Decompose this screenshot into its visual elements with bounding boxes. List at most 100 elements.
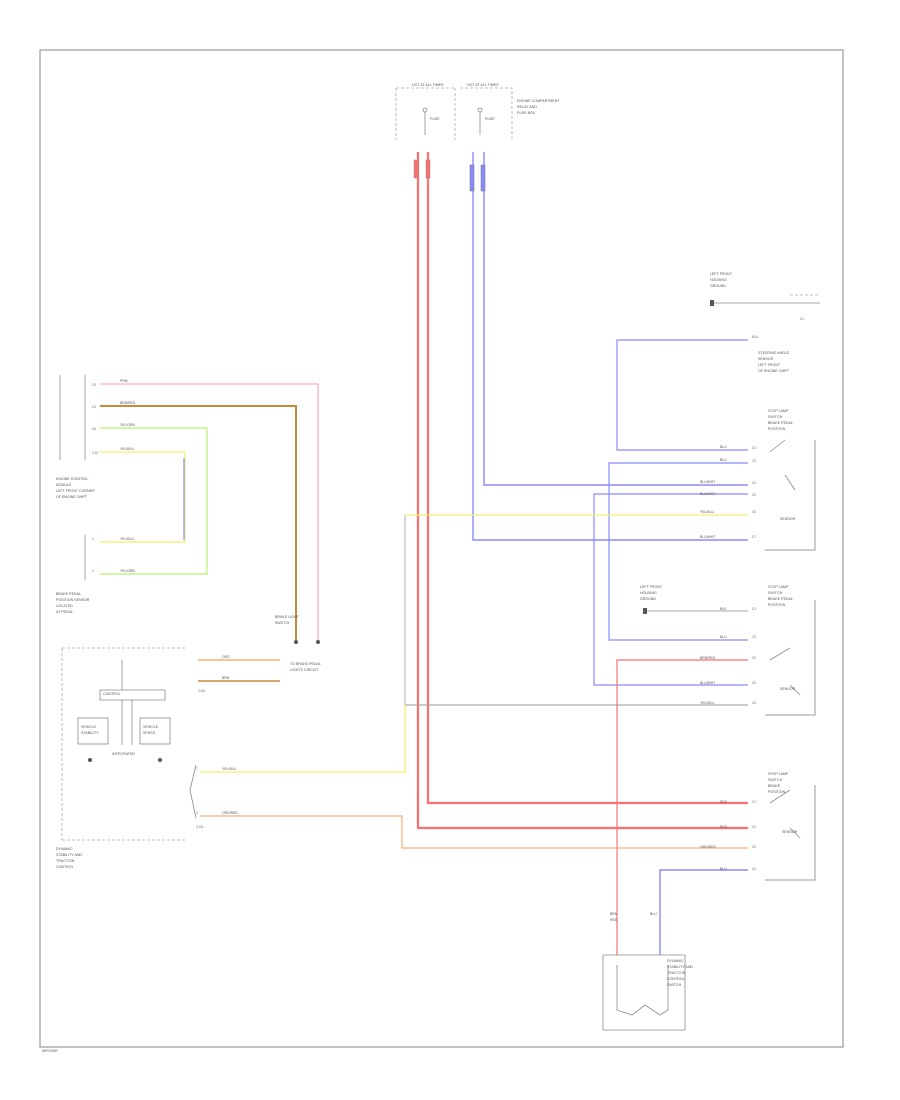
svg-text:C4: C4 bbox=[752, 867, 756, 871]
svg-text:BLU: BLU bbox=[720, 635, 727, 639]
footer-code: WRG/WR bbox=[42, 1049, 58, 1053]
svg-text:YEL/BLU: YEL/BLU bbox=[120, 447, 134, 451]
svg-text:ORG/RED: ORG/RED bbox=[700, 845, 716, 849]
svg-text:C1: C1 bbox=[800, 317, 804, 321]
svg-text:HOT AT ALL TIMES: HOT AT ALL TIMES bbox=[412, 83, 444, 87]
blue-wire-loop-low bbox=[593, 493, 748, 686]
svg-text:STABILITY AND: STABILITY AND bbox=[667, 965, 693, 969]
svg-text:LOCATED: LOCATED bbox=[56, 604, 73, 608]
svg-text:FUSE: FUSE bbox=[485, 117, 495, 121]
svg-text:BLU: BLU bbox=[752, 335, 759, 339]
svg-text:BLU/WHT: BLU/WHT bbox=[700, 480, 715, 484]
svg-text:SPEED: SPEED bbox=[143, 731, 156, 735]
blue-wire-trunk bbox=[469, 152, 748, 541]
svg-text:BLK: BLK bbox=[720, 607, 727, 611]
red-wire-trunk bbox=[413, 152, 748, 830]
svg-text:YEL/BLU: YEL/BLU bbox=[222, 767, 236, 771]
svg-text:AT PEDAL: AT PEDAL bbox=[56, 610, 73, 614]
svg-text:C5: C5 bbox=[752, 681, 756, 685]
left-sensor-module: 1 2 YEL/BLU YEL/GRN BRAKE PEDAL POSITION… bbox=[56, 535, 135, 614]
svg-text:POSITION SENSOR: POSITION SENSOR bbox=[56, 598, 90, 602]
right-switch-2: LEFT FRONT HOUSING GROUND STOP LAMP SWIT… bbox=[640, 585, 816, 716]
svg-text:DYNAMIC: DYNAMIC bbox=[56, 847, 73, 851]
svg-text:C101: C101 bbox=[196, 825, 204, 829]
svg-text:2: 2 bbox=[196, 811, 198, 815]
svg-text:LIGHTS CIRCUIT: LIGHTS CIRCUIT bbox=[290, 668, 319, 672]
svg-text:STOP LAMP: STOP LAMP bbox=[768, 772, 789, 776]
svg-text:TO BRAKE PEDAL: TO BRAKE PEDAL bbox=[290, 662, 321, 666]
svg-text:FUSE BOX: FUSE BOX bbox=[517, 111, 536, 115]
svg-text:LEFT FRONT: LEFT FRONT bbox=[758, 363, 781, 367]
svg-text:STOP LAMP: STOP LAMP bbox=[768, 409, 789, 413]
abs-module: CONTROL VEHICLE STABILITY VEHICLE SPEED … bbox=[56, 647, 238, 869]
pink-wire bbox=[100, 383, 319, 640]
right-switch-3: STOP LAMP SWITCH BRAKE POSITION C1 C2 C3… bbox=[700, 772, 816, 881]
orange-wire-815 bbox=[200, 815, 748, 849]
right-ground-top: LEFT FRONT HOUSING GROUND C1 BLU STEERIN… bbox=[710, 272, 820, 373]
right-switch-1: STOP LAMP SWITCH BRAKE PEDAL POSITION C2… bbox=[700, 409, 816, 551]
svg-text:BLU: BLU bbox=[720, 458, 727, 462]
svg-text:TRACTION: TRACTION bbox=[667, 971, 686, 975]
svg-text:BRAKE PEDAL: BRAKE PEDAL bbox=[56, 592, 81, 596]
svg-text:C4: C4 bbox=[92, 405, 96, 409]
svg-text:YEL/GRN: YEL/GRN bbox=[120, 569, 135, 573]
svg-text:PINK: PINK bbox=[120, 379, 129, 383]
svg-text:YEL/BLU: YEL/BLU bbox=[700, 701, 714, 705]
svg-text:TRACTION: TRACTION bbox=[56, 859, 75, 863]
svg-text:STEERING ANGLE: STEERING ANGLE bbox=[758, 351, 790, 355]
svg-text:C2: C2 bbox=[752, 825, 756, 829]
svg-text:C6: C6 bbox=[752, 510, 756, 514]
svg-text:C7: C7 bbox=[752, 535, 756, 539]
svg-text:BLU: BLU bbox=[720, 445, 727, 449]
svg-text:SWITCH: SWITCH bbox=[768, 591, 783, 595]
yellow-wire-770 bbox=[200, 705, 406, 773]
svg-text:YEL/GRN: YEL/GRN bbox=[120, 423, 135, 427]
svg-text:7: 7 bbox=[196, 767, 198, 771]
svg-text:C1: C1 bbox=[752, 800, 756, 804]
blue-wire-870 bbox=[659, 869, 748, 955]
svg-text:YEL/BLU: YEL/BLU bbox=[700, 510, 714, 514]
brake-light-switch: BRAKE LIGHT SWITCH TO BRAKE PEDAL LIGHTS… bbox=[198, 615, 321, 693]
svg-text:HOUSING: HOUSING bbox=[640, 591, 657, 595]
svg-text:C2: C2 bbox=[752, 446, 756, 450]
top-fuse-group: HOT AT ALL TIMES HOT AT ALL TIMES FUSE F… bbox=[395, 83, 560, 140]
svg-text:C3: C3 bbox=[752, 635, 756, 639]
svg-text:C13: C13 bbox=[92, 451, 98, 455]
svg-text:BLU/WHT: BLU/WHT bbox=[700, 535, 715, 539]
svg-text:C6: C6 bbox=[92, 427, 96, 431]
svg-text:BRAKE PEDAL: BRAKE PEDAL bbox=[768, 597, 793, 601]
diagram-border bbox=[39, 49, 844, 1048]
svg-text:RED: RED bbox=[720, 800, 728, 804]
svg-text:RED: RED bbox=[720, 825, 728, 829]
svg-text:CONTROL: CONTROL bbox=[103, 692, 121, 696]
svg-text:CONTROL: CONTROL bbox=[667, 977, 685, 981]
left-switch-module: C5 C4 C6 C13 PINK BRN/RED YEL/GRN YEL/BL… bbox=[56, 375, 136, 499]
green-wire bbox=[100, 427, 208, 575]
svg-text:LEFT FRONT: LEFT FRONT bbox=[710, 272, 733, 276]
svg-text:C101: C101 bbox=[198, 689, 206, 693]
svg-text:C5: C5 bbox=[752, 493, 756, 497]
red-wire-660 bbox=[616, 659, 748, 955]
svg-text:BRAKE LIGHT: BRAKE LIGHT bbox=[275, 615, 300, 619]
svg-text:BRN/RED: BRN/RED bbox=[120, 401, 136, 405]
svg-text:BLU/WHT: BLU/WHT bbox=[700, 681, 715, 685]
svg-text:BLU: BLU bbox=[650, 912, 657, 916]
svg-text:BRN: BRN bbox=[610, 912, 618, 916]
svg-text:BLU/WHT: BLU/WHT bbox=[700, 492, 715, 496]
svg-text:YEL/BLU: YEL/BLU bbox=[120, 537, 134, 541]
svg-text:SENSOR: SENSOR bbox=[758, 357, 774, 361]
svg-text:SENSOR: SENSOR bbox=[780, 687, 796, 691]
svg-text:BRN: BRN bbox=[222, 676, 230, 680]
svg-text:SWITCH: SWITCH bbox=[275, 621, 290, 625]
svg-text:SWITCH: SWITCH bbox=[768, 778, 783, 782]
yellow-wire-left bbox=[100, 451, 186, 543]
brown-wire bbox=[100, 405, 297, 640]
svg-text:POSITION: POSITION bbox=[768, 427, 786, 431]
svg-text:POSITION: POSITION bbox=[768, 603, 786, 607]
svg-text:C1: C1 bbox=[752, 607, 756, 611]
svg-text:OF ENGINE CMPT: OF ENGINE CMPT bbox=[758, 369, 790, 373]
svg-text:INTEGRATED: INTEGRATED bbox=[112, 752, 135, 756]
svg-text:1: 1 bbox=[92, 537, 94, 541]
svg-text:LEFT FRONT: LEFT FRONT bbox=[640, 585, 663, 589]
